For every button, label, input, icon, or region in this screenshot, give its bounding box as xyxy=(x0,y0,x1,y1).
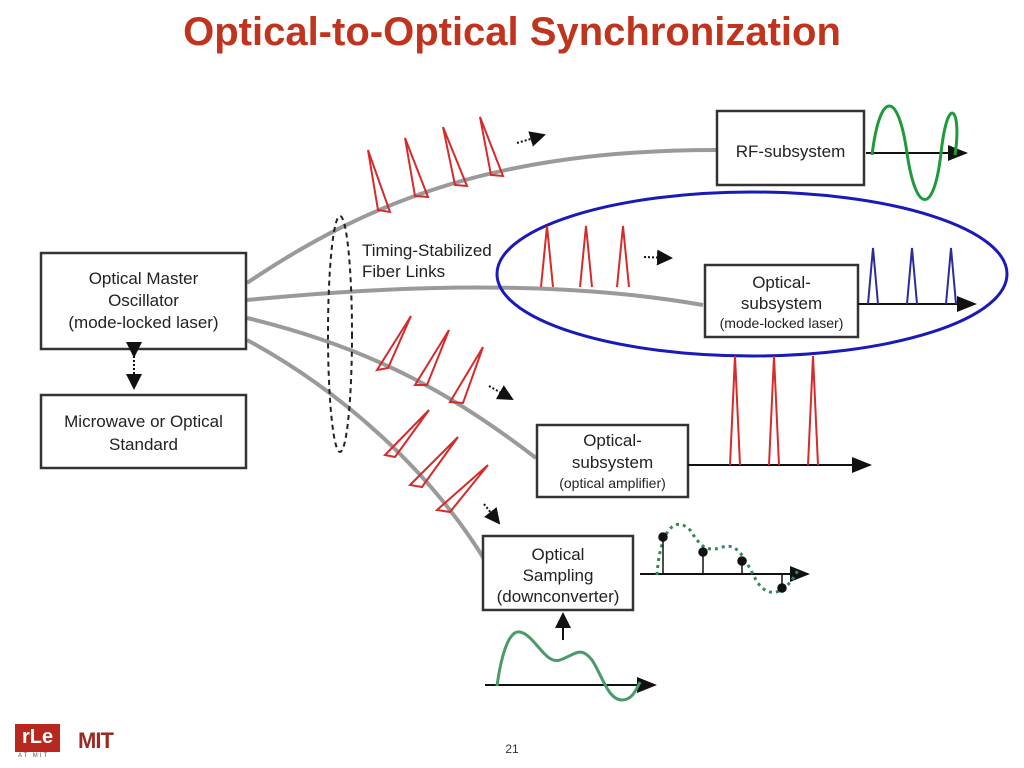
highlight-ellipse xyxy=(495,190,1009,358)
standard-line-2: Standard xyxy=(109,435,178,454)
master-oscillator-box: Optical Master Oscillator (mode-locked l… xyxy=(39,251,248,351)
fiber-label-line-1: Timing-Stabilized xyxy=(362,241,492,260)
master-line-2: Oscillator xyxy=(108,291,179,310)
sampling-box: Optical Sampling (downconverter) xyxy=(481,534,635,612)
sampling-line-2: Sampling xyxy=(523,566,594,585)
rf-line-1: RF-subsystem xyxy=(736,142,846,161)
sample-stems xyxy=(658,532,787,593)
master-line-3: (mode-locked laser) xyxy=(68,313,218,332)
slide-title: Optical-to-Optical Synchronization xyxy=(183,10,841,54)
sampling-line-3: (downconverter) xyxy=(497,587,620,606)
pulses-optical-amp-fiber xyxy=(374,315,484,405)
fiber-link-optical-ml xyxy=(246,285,704,307)
optical-amp-line-1: Optical- xyxy=(583,431,642,450)
standard-box: Microwave or Optical Standard xyxy=(39,393,248,470)
page-number: 21 xyxy=(505,742,519,756)
optical-ml-box: Optical- subsystem (mode-locked laser) xyxy=(703,263,860,339)
sampling-line-1: Optical xyxy=(532,545,585,564)
optical-amp-box: Optical- subsystem (optical amplifier) xyxy=(535,423,690,499)
pulses-rf-fiber xyxy=(367,116,505,214)
input-analog-waveform xyxy=(495,630,642,702)
standard-line-1: Microwave or Optical xyxy=(64,412,223,431)
mit-logo: MIT xyxy=(78,728,114,753)
rle-logo-subtitle: AT MIT xyxy=(18,753,50,759)
pulses-sampling-fiber xyxy=(382,409,489,514)
fiber-link-rf xyxy=(245,148,717,285)
fiber-links xyxy=(245,148,717,564)
fiber-label-line-2: Fiber Links xyxy=(362,262,445,281)
optical-ml-line-2: subsystem xyxy=(741,294,822,313)
rle-logo: rLe xyxy=(15,724,60,752)
pulses-optical-ml-fiber xyxy=(540,225,630,288)
optical-amp-line-3: (optical amplifier) xyxy=(559,475,666,491)
master-line-1: Optical Master xyxy=(89,269,199,288)
blue-pulses xyxy=(867,247,957,305)
optical-ml-line-1: Optical- xyxy=(752,273,811,292)
optical-ml-line-3: (mode-locked laser) xyxy=(720,315,844,331)
direction-arrows xyxy=(483,131,673,525)
optical-amp-line-2: subsystem xyxy=(572,453,653,472)
fiber-bundle-marker xyxy=(327,215,353,453)
rf-sine-wave xyxy=(870,104,959,201)
fiber-link-optical-amp xyxy=(246,316,538,460)
rf-subsystem-box: RF-subsystem xyxy=(715,109,866,187)
amplified-pulses xyxy=(729,355,819,466)
fiber-link-sampling xyxy=(246,338,488,564)
sampled-waveform xyxy=(655,523,800,594)
